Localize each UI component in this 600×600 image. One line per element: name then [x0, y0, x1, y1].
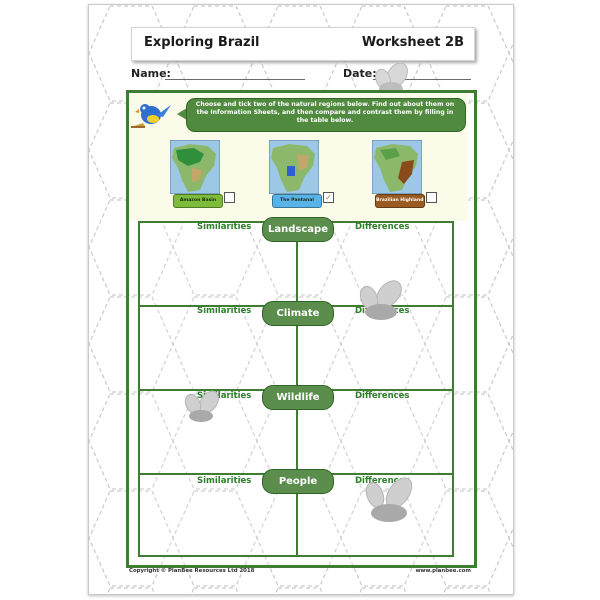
category-pill-wildlife: Wildlife [262, 385, 334, 410]
similarities-heading: Similarities [197, 222, 252, 232]
category-pill-climate: Climate [262, 301, 334, 326]
region-card-amazon: Amazon Basin [170, 140, 235, 208]
website-link[interactable]: www.planbee.com [415, 568, 471, 574]
name-field[interactable] [165, 79, 305, 80]
region-card-pantanal: The Pantanal ✓ [269, 140, 334, 208]
name-label: Name: [131, 67, 171, 80]
similarities-heading: Similarities [197, 391, 252, 401]
instructions-bubble [186, 98, 466, 132]
region-card-highlands: Brazilian Highlands [372, 140, 437, 208]
bee-icon [365, 477, 413, 522]
tickbox-amazon[interactable] [224, 192, 235, 203]
differences-heading: Differences [355, 391, 410, 401]
tickbox-pantanal[interactable]: ✓ [323, 192, 334, 203]
copyright-text: Copyright © PlanBee Resources Ltd 2018 [129, 568, 255, 574]
region-label-pantanal: The Pantanal [272, 194, 322, 208]
date-label: Date: [343, 67, 377, 80]
tickbox-highlands[interactable] [426, 192, 437, 203]
differences-heading: Differences [355, 476, 410, 486]
bee-icon [359, 280, 402, 320]
brazil-map-pantanal [269, 140, 319, 194]
instructions-text: Choose and tick two of the natural regio… [195, 101, 455, 125]
similarities-heading: Similarities [197, 306, 252, 316]
category-pill-people: People [262, 469, 334, 494]
worksheet-number: Worksheet 2B [361, 35, 464, 50]
similarities-heading: Similarities [197, 476, 252, 486]
title-banner: Exploring Brazil Worksheet 2B [131, 27, 475, 61]
speech-bubble-tail [177, 108, 187, 120]
worksheet-title: Exploring Brazil [144, 35, 260, 50]
category-pill-landscape: Landscape [262, 217, 334, 242]
region-label-highlands: Brazilian Highlands [375, 194, 425, 208]
bee-icon [184, 390, 220, 422]
brazil-map-highlands [372, 140, 422, 194]
brazil-map-amazon [170, 140, 220, 194]
date-field[interactable] [373, 79, 471, 80]
region-label-amazon: Amazon Basin [173, 194, 223, 208]
worksheet-page: Exploring Brazil Worksheet 2B Name: Date… [88, 4, 514, 595]
differences-heading: Differences [355, 222, 410, 232]
parrot-icon [131, 104, 171, 128]
